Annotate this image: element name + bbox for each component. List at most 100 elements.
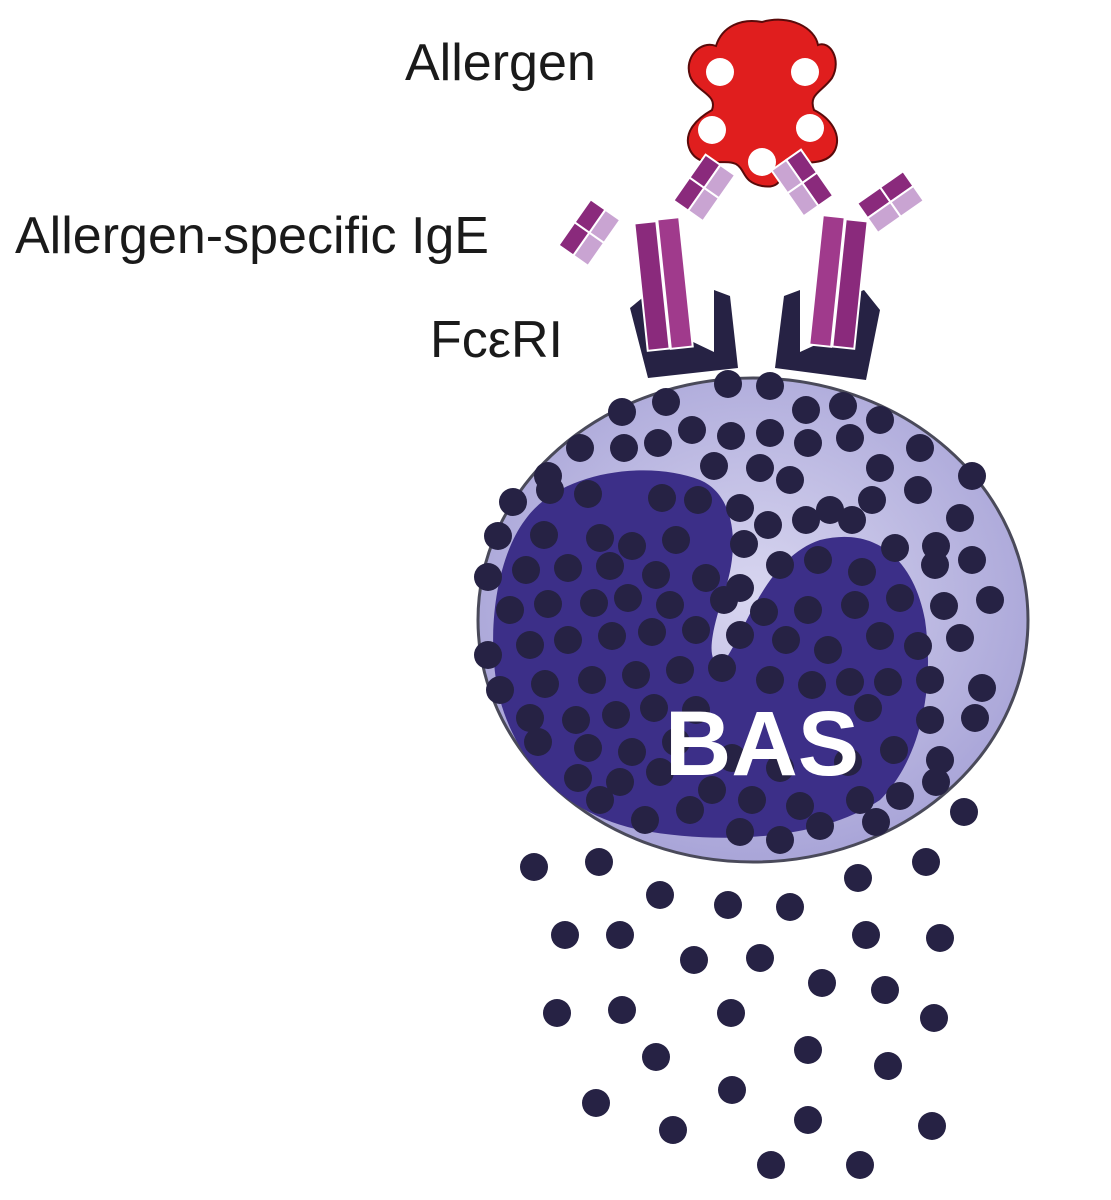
granule — [574, 480, 602, 508]
granule — [714, 370, 742, 398]
granule — [730, 530, 758, 558]
granule — [554, 626, 582, 654]
granule — [756, 419, 784, 447]
granule — [512, 556, 540, 584]
granule — [918, 1112, 946, 1140]
granule — [846, 1151, 874, 1179]
granule — [536, 476, 564, 504]
granule — [524, 728, 552, 756]
granule — [496, 596, 524, 624]
granule — [961, 704, 989, 732]
granule — [714, 891, 742, 919]
granule — [772, 626, 800, 654]
granule — [881, 534, 909, 562]
granule — [904, 632, 932, 660]
granule — [846, 786, 874, 814]
granule — [586, 524, 614, 552]
granule — [916, 706, 944, 734]
granule — [602, 701, 630, 729]
granule — [754, 511, 782, 539]
granule — [574, 734, 602, 762]
granule — [582, 1089, 610, 1117]
granule — [717, 422, 745, 450]
granule — [642, 1043, 670, 1071]
granule — [766, 551, 794, 579]
granule — [829, 392, 857, 420]
granule — [757, 1151, 785, 1179]
granule — [836, 668, 864, 696]
granule — [808, 969, 836, 997]
granule — [484, 522, 512, 550]
granule — [662, 526, 690, 554]
granule — [520, 853, 548, 881]
granule — [543, 999, 571, 1027]
granule — [814, 636, 842, 664]
granule — [682, 616, 710, 644]
granule — [946, 624, 974, 652]
granule — [642, 561, 670, 589]
granule — [598, 622, 626, 650]
granule — [866, 622, 894, 650]
granule — [926, 746, 954, 774]
granule — [680, 946, 708, 974]
granule — [646, 881, 674, 909]
granule — [486, 676, 514, 704]
granule — [806, 812, 834, 840]
granule — [906, 434, 934, 462]
granule — [726, 818, 754, 846]
granule — [718, 1076, 746, 1104]
granule — [692, 564, 720, 592]
granule — [816, 496, 844, 524]
granule — [794, 596, 822, 624]
granule — [684, 486, 712, 514]
granule — [841, 591, 869, 619]
granule — [776, 466, 804, 494]
granule — [976, 586, 1004, 614]
granule — [874, 1052, 902, 1080]
granule — [794, 1036, 822, 1064]
granule — [756, 372, 784, 400]
granule — [618, 532, 646, 560]
granule — [678, 416, 706, 444]
granule — [792, 396, 820, 424]
granule — [858, 486, 886, 514]
granule — [551, 921, 579, 949]
granule — [912, 848, 940, 876]
ige-antibody-right — [770, 148, 926, 350]
granules — [474, 370, 1004, 1179]
granule — [614, 584, 642, 612]
granule — [499, 488, 527, 516]
granule — [530, 521, 558, 549]
granule — [854, 694, 882, 722]
granule — [794, 429, 822, 457]
granule — [726, 494, 754, 522]
granule — [608, 996, 636, 1024]
granule — [848, 558, 876, 586]
granule — [638, 618, 666, 646]
granule — [652, 388, 680, 416]
basophil-label: BAS — [665, 693, 859, 795]
granule — [968, 674, 996, 702]
granule — [798, 671, 826, 699]
granule — [566, 434, 594, 462]
granule — [622, 661, 650, 689]
granule — [921, 551, 949, 579]
allergen-label: Allergen — [405, 34, 596, 92]
granule — [756, 666, 784, 694]
granule — [474, 641, 502, 669]
granule — [836, 424, 864, 452]
granule — [926, 924, 954, 952]
granule — [746, 944, 774, 972]
granule — [718, 744, 746, 772]
granule — [766, 826, 794, 854]
granule — [596, 552, 624, 580]
granule — [958, 546, 986, 574]
granule — [586, 786, 614, 814]
granule — [930, 592, 958, 620]
granule — [618, 738, 646, 766]
granule — [844, 864, 872, 892]
granule — [606, 921, 634, 949]
granule — [562, 706, 590, 734]
granule — [746, 454, 774, 482]
granule — [646, 758, 674, 786]
